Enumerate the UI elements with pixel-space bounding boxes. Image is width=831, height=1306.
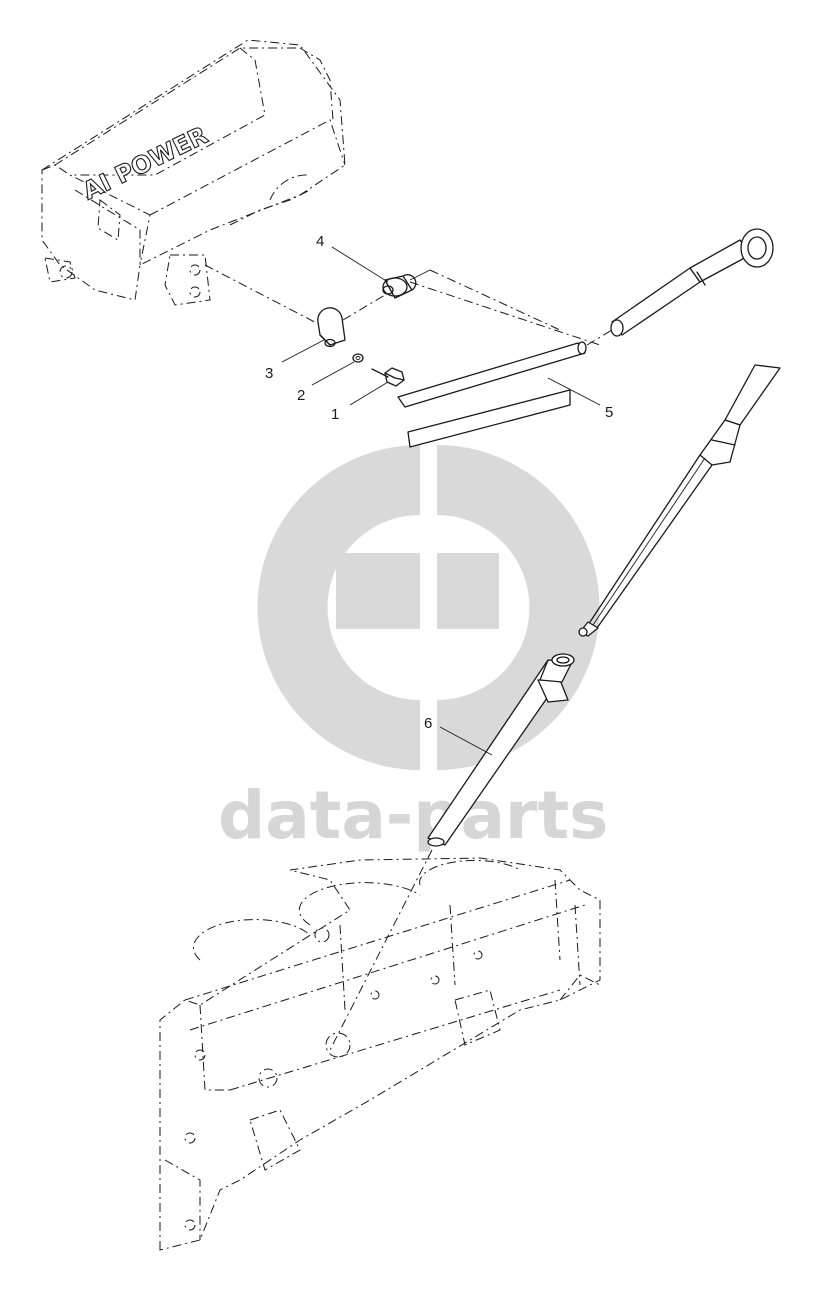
- engine-housing: AI POWER: [41, 39, 346, 306]
- leader-1: [349, 381, 389, 406]
- leader-6: [439, 726, 493, 756]
- centerline-clamp: [342, 294, 386, 321]
- part-4-bushing: [382, 274, 417, 299]
- dipstick-handle: [610, 228, 774, 337]
- centerline-housing: [204, 264, 331, 331]
- leader-3: [281, 339, 325, 363]
- callout-3: 3: [265, 339, 325, 382]
- callout-label-3: 3: [265, 365, 273, 382]
- centerline-bushing-2: [429, 269, 561, 331]
- part-1-bolt: [371, 367, 405, 387]
- leader-2: [311, 361, 355, 386]
- callout-5: 5: [547, 377, 613, 421]
- callout-label-5: 5: [605, 404, 613, 421]
- centerline-tube: [586, 329, 613, 346]
- leader-4: [331, 246, 389, 283]
- callout-6: 6: [424, 715, 493, 756]
- callout-label-1: 1: [331, 406, 339, 423]
- centerline-guide: [329, 849, 433, 1051]
- callout-label-4: 4: [316, 233, 324, 250]
- dipstick-rod: [578, 364, 781, 637]
- part-3-clamp: [317, 307, 346, 348]
- part-2-washer: [352, 353, 364, 363]
- housing-logo-text: AI POWER: [78, 121, 212, 205]
- callout-label-2: 2: [297, 387, 305, 404]
- callout-1: 1: [331, 381, 389, 423]
- engine-block: [159, 857, 601, 1251]
- leader-4b: [409, 269, 431, 281]
- centerline-bushing: [409, 281, 601, 346]
- callout-4: 4: [316, 233, 389, 283]
- leader-5: [547, 377, 601, 406]
- watermark-text: data-parts: [218, 777, 608, 854]
- part-5-tube: [397, 341, 587, 448]
- part-6-guide-tube: [427, 653, 575, 847]
- callout-label-6: 6: [424, 715, 432, 732]
- callout-2: 2: [297, 361, 355, 404]
